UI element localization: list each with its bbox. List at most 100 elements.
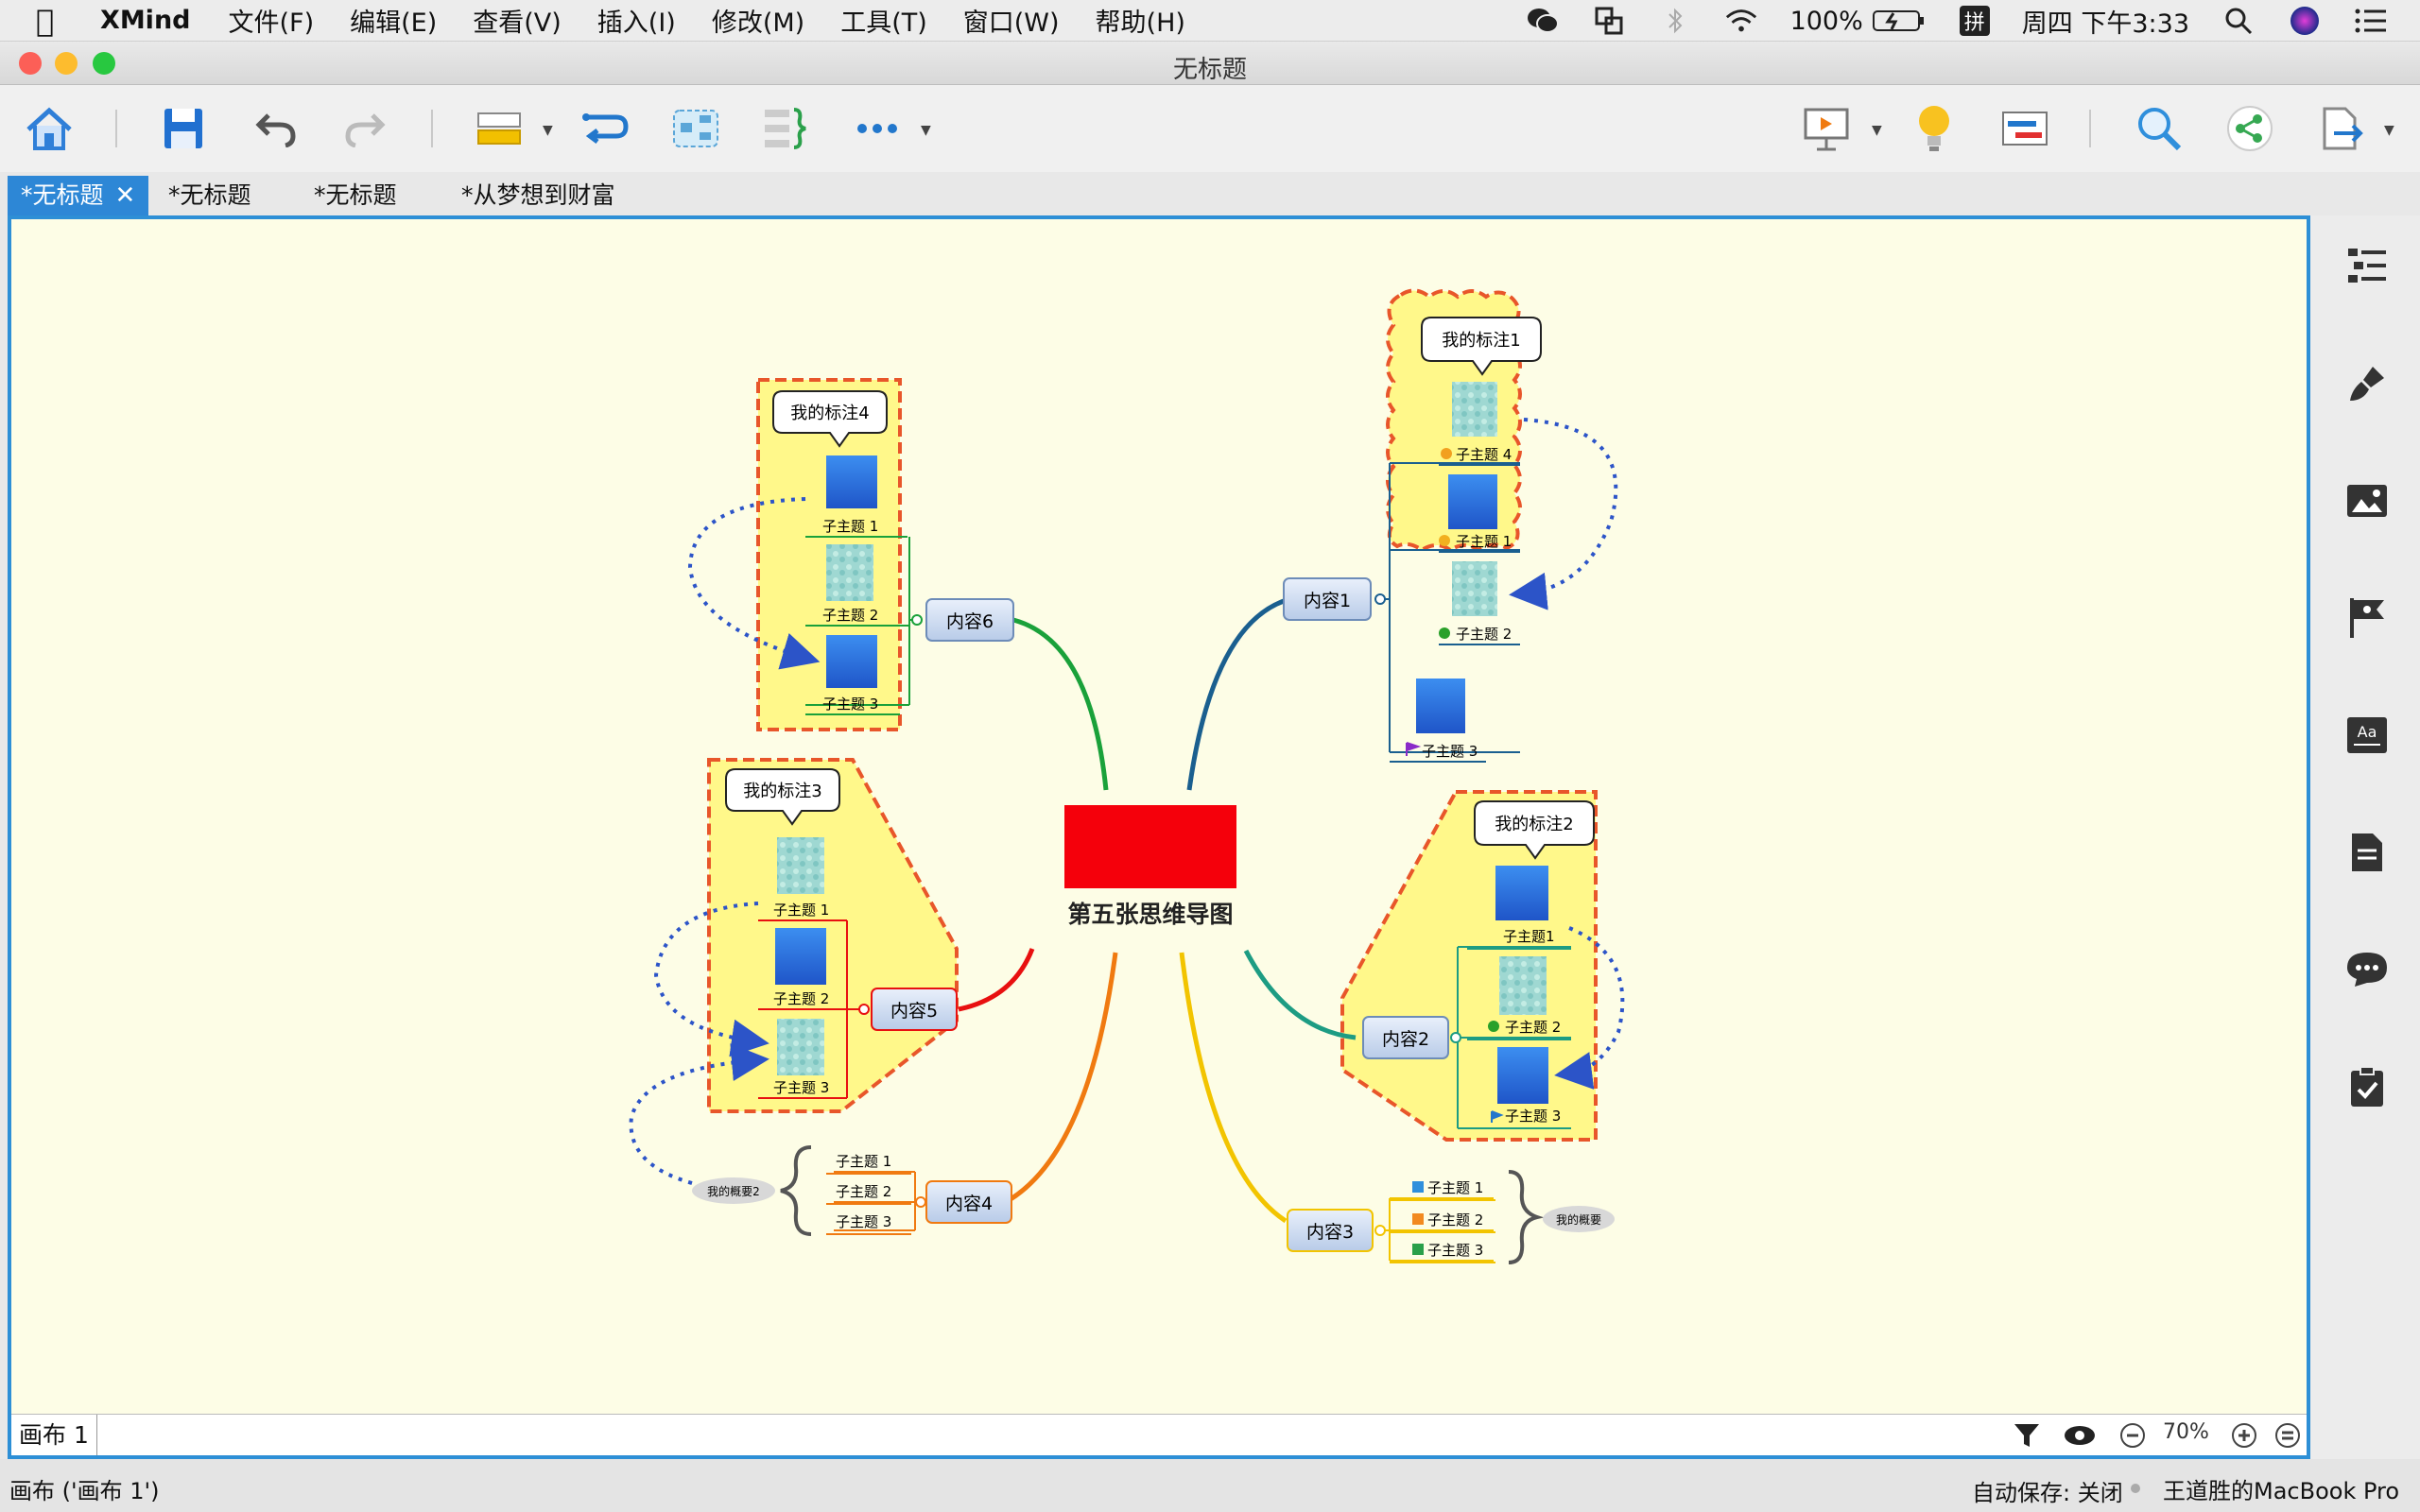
sheet-tab[interactable]: 画布 1 <box>11 1415 97 1455</box>
outline-icon[interactable] <box>2344 244 2390 289</box>
collapse-toggle[interactable] <box>858 1004 870 1015</box>
zoom-level[interactable]: 70% <box>2163 1420 2209 1444</box>
mindmap-diagram[interactable]: 第五张思维导图 内容1 我的标注1 子主题 4 子主题 1 子主题 2 子主题 … <box>11 219 2307 1414</box>
comments-icon[interactable] <box>2344 947 2390 992</box>
subtopic-label[interactable]: 子主题 2 <box>773 990 829 1007</box>
subtopic-label[interactable]: 子主题1 <box>1503 928 1555 945</box>
callout-3[interactable] <box>725 768 840 826</box>
subtopic-label[interactable]: 子主题 1 <box>1456 533 1512 550</box>
close-window-button[interactable] <box>19 52 42 75</box>
screen-mirror-icon[interactable] <box>1592 4 1626 38</box>
insert-topic-dropdown-icon[interactable]: ▼ <box>543 123 553 138</box>
zoom-window-button[interactable] <box>93 52 115 75</box>
subtopic-label[interactable]: 子主题 2 <box>836 1183 891 1200</box>
subtopic-label[interactable]: 子主题 3 <box>822 696 878 713</box>
tab-dream-to-wealth[interactable]: *从梦想到财富 <box>448 176 629 215</box>
siri-icon[interactable] <box>2288 4 2322 38</box>
menu-edit[interactable]: 编辑(E) <box>350 9 438 38</box>
fit-map-icon[interactable] <box>2271 1418 2305 1452</box>
export-button[interactable] <box>2312 100 2369 157</box>
topic-content6[interactable] <box>925 598 1014 642</box>
boundary-content5[interactable] <box>707 758 959 1113</box>
presentation-button[interactable] <box>1798 100 1855 157</box>
tab-untitled-2[interactable]: *无标题 <box>155 176 265 215</box>
collapse-toggle[interactable] <box>911 614 923 626</box>
more-dropdown-icon[interactable]: ▼ <box>921 123 931 138</box>
subtopic-label[interactable]: 子主题 2 <box>822 607 878 624</box>
battery-icon[interactable] <box>1871 4 1927 38</box>
subtopic-label[interactable]: 子主题 3 <box>773 1079 829 1096</box>
relationship-line[interactable] <box>1509 418 1618 610</box>
clock[interactable]: 周四 下午3:33 <box>2021 9 2189 39</box>
redo-button[interactable] <box>337 100 393 157</box>
topic-content2[interactable] <box>1362 1016 1449 1059</box>
relationship-line[interactable] <box>653 902 769 1057</box>
subtopic-label[interactable]: 子主题 3 <box>836 1213 891 1230</box>
zoom-in-icon[interactable] <box>2227 1418 2261 1452</box>
wifi-icon[interactable] <box>1724 4 1758 38</box>
callout-2[interactable] <box>1474 800 1595 860</box>
presentation-dropdown-icon[interactable]: ▼ <box>1872 123 1882 138</box>
summary-button[interactable] <box>758 100 815 157</box>
boundary-button[interactable] <box>667 100 724 157</box>
close-tab-icon[interactable]: ✕ <box>114 181 136 210</box>
zoom-out-icon[interactable] <box>2116 1418 2150 1452</box>
more-button[interactable] <box>849 100 906 157</box>
share-button[interactable] <box>2221 100 2278 157</box>
relationship-line[interactable] <box>1554 926 1625 1090</box>
collapse-toggle[interactable] <box>1374 593 1386 605</box>
filter-icon[interactable] <box>2010 1418 2044 1452</box>
notification-center-icon[interactable] <box>2354 4 2388 38</box>
subtopic-label[interactable]: 子主题 1 <box>1427 1179 1483 1196</box>
central-topic-image[interactable] <box>1064 805 1236 888</box>
undo-button[interactable] <box>248 100 304 157</box>
format-brush-icon[interactable] <box>2344 361 2390 406</box>
wechat-icon[interactable] <box>1526 4 1560 38</box>
autosave-status[interactable]: 自动保存: 关闭 <box>1972 1480 2123 1506</box>
subtopic-label[interactable]: 子主题 1 <box>773 902 829 919</box>
search-icon[interactable] <box>2221 4 2256 38</box>
menu-tools[interactable]: 工具(T) <box>840 9 927 38</box>
marker-flag-icon[interactable] <box>2344 595 2390 641</box>
search-zoom-button[interactable] <box>2131 100 2187 157</box>
tab-untitled-1[interactable]: *无标题✕ <box>8 176 149 215</box>
collapse-toggle[interactable] <box>1450 1032 1461 1043</box>
subtopic-label[interactable]: 子主题 1 <box>822 518 878 535</box>
subtopic-label[interactable]: 子主题 3 <box>1505 1108 1561 1125</box>
apple-icon[interactable]:  <box>36 3 74 39</box>
subtopic-label[interactable]: 子主题 2 <box>1456 626 1512 643</box>
mindmap-canvas[interactable]: 第五张思维导图 内容1 我的标注1 子主题 4 子主题 1 子主题 2 子主题 … <box>8 215 2310 1459</box>
brainstorm-lightbulb-button[interactable] <box>1906 100 1962 157</box>
app-menu[interactable]: XMind <box>100 6 191 35</box>
insert-topic-button[interactable] <box>471 100 527 157</box>
callout-1[interactable] <box>1421 317 1542 376</box>
subtopic-label[interactable]: 子主题 3 <box>1422 743 1478 760</box>
subtopic-label[interactable]: 子主题 1 <box>836 1153 891 1170</box>
notes-icon[interactable] <box>2344 830 2390 875</box>
summary-topic-1[interactable] <box>1543 1206 1615 1232</box>
eye-icon[interactable] <box>2063 1418 2097 1452</box>
task-clipboard-icon[interactable] <box>2344 1064 2390 1109</box>
subtopic-label[interactable]: 子主题 3 <box>1427 1242 1483 1259</box>
topic-content5[interactable] <box>871 988 958 1031</box>
minimize-window-button[interactable] <box>55 52 78 75</box>
topic-content3[interactable] <box>1287 1209 1374 1252</box>
collapse-toggle[interactable] <box>1374 1225 1386 1236</box>
relationship-button[interactable] <box>577 100 633 157</box>
topic-content1[interactable] <box>1283 577 1372 621</box>
tab-untitled-3[interactable]: *无标题 <box>301 176 410 215</box>
home-button[interactable] <box>21 100 78 157</box>
input-method-icon[interactable]: 拼 <box>1959 6 1990 36</box>
menu-file[interactable]: 文件(F) <box>228 9 315 38</box>
central-topic-label[interactable]: 第五张思维导图 <box>1067 901 1233 928</box>
image-icon[interactable] <box>2344 478 2390 524</box>
menu-insert[interactable]: 插入(I) <box>596 9 676 38</box>
gantt-button[interactable] <box>1996 100 2053 157</box>
menu-modify[interactable]: 修改(M) <box>711 9 805 38</box>
menu-help[interactable]: 帮助(H) <box>1095 9 1185 38</box>
callout-4[interactable] <box>772 390 888 448</box>
subtopic-label[interactable]: 子主题 4 <box>1456 446 1512 463</box>
subtopic-label[interactable]: 子主题 2 <box>1505 1019 1561 1036</box>
bluetooth-icon[interactable] <box>1658 4 1692 38</box>
relationship-line[interactable] <box>687 497 821 670</box>
